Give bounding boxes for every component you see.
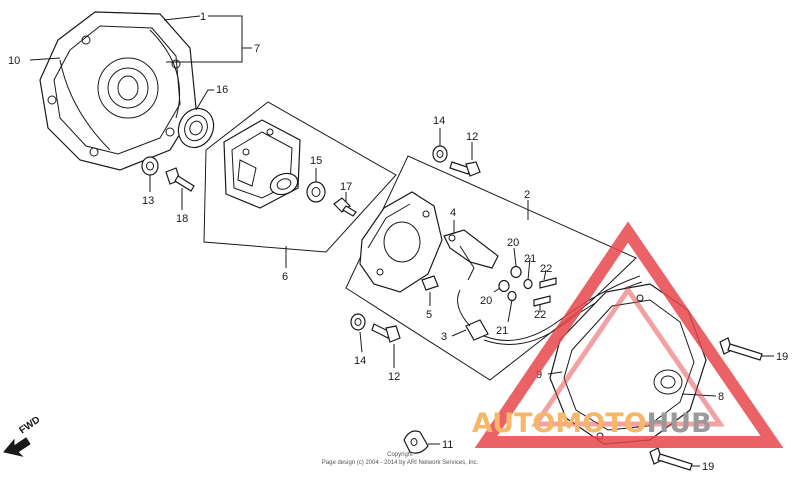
callout-20-lower: 20 [480, 295, 492, 307]
callout-19-lower: 19 [702, 461, 714, 473]
part-breaker-4 [443, 229, 499, 281]
callout-13: 13 [142, 195, 154, 207]
part-bolt-12-lower [371, 323, 401, 343]
part-washer-14-upper [432, 145, 448, 163]
fwd-label: FWD [17, 414, 42, 436]
callout-9: 9 [536, 369, 542, 381]
part-fasteners-20-22 [498, 265, 557, 307]
part-bearing-16 [177, 107, 215, 149]
fwd-arrow-icon: FWD [3, 414, 42, 457]
callout-12-lower: 12 [388, 371, 400, 383]
part-screw-19-upper [719, 337, 763, 361]
part-clamp-11 [403, 430, 429, 454]
callout-4: 4 [450, 207, 456, 219]
callout-labels: 1 2 3 4 5 6 7 8 9 10 11 12 12 13 14 14 1… [8, 11, 788, 473]
watermark-text: AUTOMOTOHUB [472, 408, 712, 439]
part-screw-17 [333, 197, 357, 217]
watermark-moto: MOTO [555, 408, 646, 439]
part-bolt-12-upper [449, 161, 481, 177]
copyright-line-2: Page design (c) 2004 - 2014 by ARI Netwo… [322, 460, 479, 466]
callout-12-upper: 12 [466, 131, 478, 143]
copyright-line-1: Copyright [387, 452, 413, 458]
callout-14-lower: 14 [354, 355, 366, 367]
callout-5: 5 [426, 309, 432, 321]
callout-1: 1 [200, 11, 206, 23]
callout-21-upper: 21 [524, 253, 536, 265]
watermark-hub: HUB [647, 408, 712, 439]
callout-16: 16 [216, 84, 228, 96]
part-stator-plate [359, 191, 443, 293]
part-plate-6 [223, 119, 301, 209]
callout-22-lower: 22 [534, 309, 546, 321]
callout-2: 2 [524, 189, 530, 201]
callout-10: 10 [8, 55, 20, 67]
callout-7: 7 [254, 43, 260, 55]
callout-6: 6 [282, 271, 288, 283]
callout-21-lower: 21 [496, 325, 508, 337]
callout-22-upper: 22 [540, 263, 552, 275]
callout-18: 18 [176, 213, 188, 225]
part-bolt-18 [165, 167, 195, 192]
watermark-auto: AUTO [472, 408, 555, 439]
callout-17: 17 [340, 181, 352, 193]
part-washer-13 [141, 156, 159, 176]
group-box-2 [345, 155, 637, 381]
callout-14-upper: 14 [433, 115, 445, 127]
part-washer-15 [306, 181, 326, 203]
watermark-triangle-icon [474, 221, 784, 448]
callout-11: 11 [442, 439, 453, 451]
part-washer-14-lower [350, 313, 366, 331]
part-screw-19-lower [649, 447, 693, 471]
part-housing-10 [39, 11, 197, 171]
part-felt-5 [421, 275, 439, 291]
callout-15: 15 [310, 155, 322, 167]
callout-19-upper: 19 [776, 351, 788, 363]
watermark-logo [474, 221, 784, 448]
group-box-6 [203, 101, 397, 253]
callout-3: 3 [441, 331, 447, 343]
callout-8: 8 [718, 391, 724, 403]
callout-20-upper: 20 [507, 237, 519, 249]
